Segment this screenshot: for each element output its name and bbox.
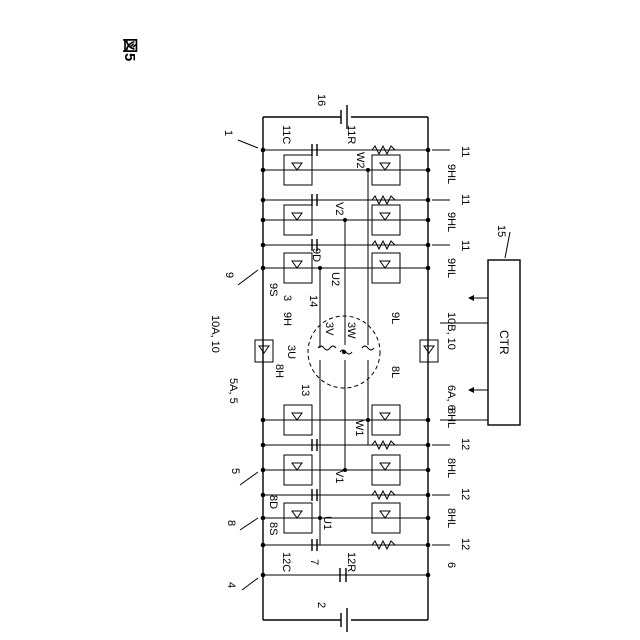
label-2: 2 (315, 602, 327, 608)
label-9D: 9D (310, 248, 322, 262)
label-8S: 8S (267, 522, 279, 535)
label-3: 3 (281, 295, 293, 301)
label-7: 7 (308, 559, 320, 565)
label-14: 14 (307, 295, 319, 307)
label-8H: 8H (273, 364, 285, 378)
label-11R: 11R (345, 125, 357, 144)
phase-lines (320, 170, 368, 545)
label-8L: 8L (389, 366, 401, 378)
label-12-c: 12 (459, 538, 471, 550)
resistors (372, 146, 395, 549)
label-U1: U1 (321, 516, 333, 530)
label-8HL-b: 8HL (445, 458, 457, 478)
label-3W: 3W (345, 322, 357, 339)
battery-2-symbol (341, 608, 347, 632)
label-4: 4 (225, 582, 237, 588)
label-16: 16 (315, 94, 327, 106)
motor-3-windings (308, 316, 380, 388)
label-13: 13 (299, 384, 311, 396)
label-W1: W1 (353, 420, 365, 437)
label-V1: V1 (333, 470, 345, 483)
label-11-b: 11 (459, 194, 471, 205)
label-9: 9 (223, 272, 235, 278)
label-V2: V2 (333, 202, 345, 215)
label-12-b: 12 (459, 488, 471, 500)
ctr-label: CTR (497, 330, 511, 355)
label-U2: U2 (329, 272, 341, 286)
label-10B: 10B, 10 (445, 312, 457, 350)
label-11C: 11C (280, 125, 292, 144)
label-9HL-b: 9HL (445, 212, 457, 232)
label-1: 1 (222, 130, 234, 136)
label-11-c: 11 (459, 240, 471, 251)
reference-labels: 16 1 11C 11R W2 11 9HL V2 11 9HL 11 9HL … (209, 94, 511, 608)
label-5: 5 (229, 468, 241, 474)
label-3U: 3U (285, 345, 297, 359)
label-8D: 8D (267, 495, 279, 509)
label-6: 6 (445, 562, 457, 568)
label-12-a: 12 (459, 438, 471, 450)
label-8HL-c: 8HL (445, 508, 457, 528)
label-8: 8 (225, 520, 237, 526)
figure-title: 図5 (121, 38, 138, 61)
label-6A: 6A, 6 (445, 385, 457, 411)
label-5A: 5A, 5 (227, 378, 239, 404)
label-9HL-a: 9HL (445, 164, 457, 184)
label-9L: 9L (389, 312, 401, 324)
label-W2: W2 (354, 152, 366, 169)
label-12R: 12R (345, 552, 357, 572)
label-15: 15 (495, 225, 507, 237)
switch-elements (255, 155, 438, 533)
label-10A: 10A, 10 (209, 315, 221, 353)
label-9HL-c: 9HL (445, 258, 457, 278)
label-9S: 9S (267, 283, 279, 296)
label-11-a: 11 (459, 146, 471, 157)
label-3V: 3V (323, 322, 335, 336)
label-8HL-a: 8HL (445, 408, 457, 428)
label-12C: 12C (280, 552, 292, 572)
label-9H: 9H (281, 312, 293, 326)
